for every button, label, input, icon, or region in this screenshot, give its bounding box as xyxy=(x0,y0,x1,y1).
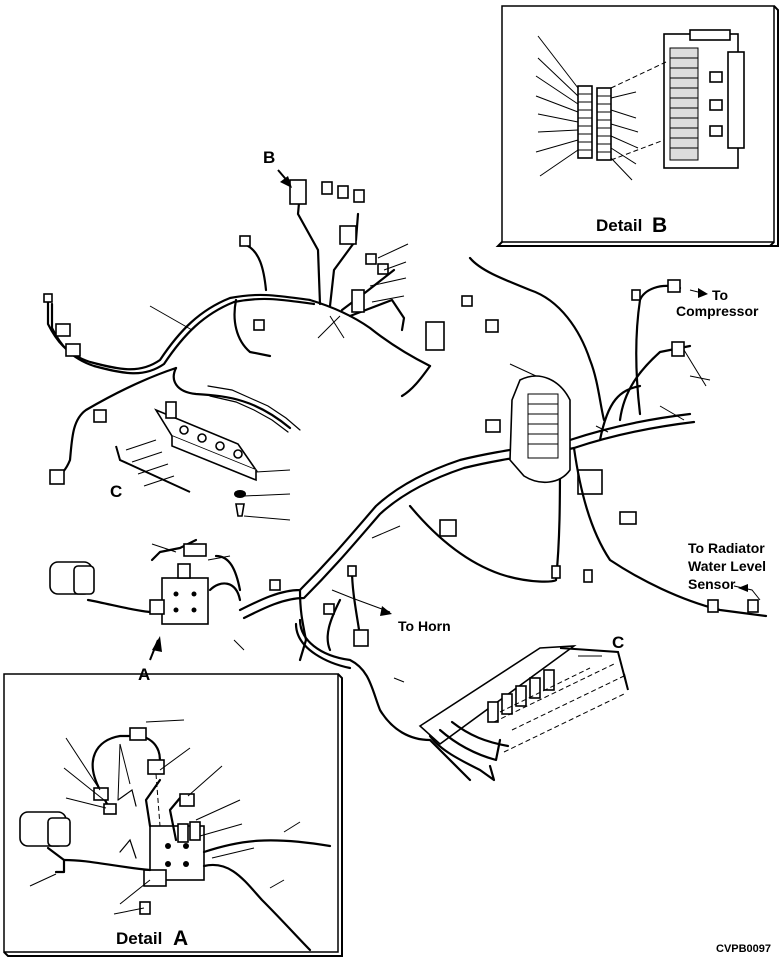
detail-b-title: Detail xyxy=(596,216,642,235)
to-radiator-line3: Sensor xyxy=(688,576,736,592)
relay-bar-leaders xyxy=(243,469,291,521)
relay-bar-arrows-left xyxy=(115,439,191,493)
detail-b-connector-pair xyxy=(577,85,612,161)
connector-bar-c-wires xyxy=(428,720,510,782)
callout-a-label: A xyxy=(138,665,150,684)
connector-bar-c-arrows xyxy=(493,663,625,753)
detail-a-control-panel xyxy=(143,821,205,887)
to-radiator-line2: Water Level xyxy=(688,558,766,574)
callout-b-label: B xyxy=(263,148,275,167)
callout-a-arrow xyxy=(149,636,162,661)
right-connectors xyxy=(439,279,759,613)
cluster-b-leaders xyxy=(317,243,409,339)
callout-b-arrow xyxy=(277,169,292,188)
callout-c-right-label: C xyxy=(612,633,624,652)
callout-c-left-label: C xyxy=(110,482,122,501)
to-radiator-line1: To Radiator xyxy=(688,540,765,556)
main-harness xyxy=(46,190,768,782)
detail-a-title: Detail xyxy=(116,929,162,948)
left-connectors xyxy=(43,293,265,485)
connector-cluster-b xyxy=(239,179,445,351)
to-compressor-line1: To xyxy=(712,287,728,303)
relay-bar-connectors xyxy=(207,385,301,433)
central-relay-cluster xyxy=(509,375,571,483)
main-control-panel xyxy=(149,543,209,625)
relay-bar xyxy=(154,401,259,482)
detail-b-letter: B xyxy=(652,214,667,237)
detail-b-leader-lines xyxy=(535,35,639,181)
horn-connectors xyxy=(269,565,369,647)
to-horn-label: To Horn xyxy=(398,618,451,634)
detail-a-leader-lines xyxy=(29,719,301,915)
to-compressor-line2: Compressor xyxy=(676,303,759,319)
connector-bar-c xyxy=(418,645,577,746)
detail-a-inset: Detail A xyxy=(3,673,343,957)
right-leaders xyxy=(371,349,711,683)
main-lamp xyxy=(49,561,95,595)
detail-a-lamp xyxy=(19,811,71,874)
detail-b-inset: Detail B xyxy=(495,5,779,247)
detail-a-letter: A xyxy=(173,927,188,950)
figure-code: CVPB0097 xyxy=(716,943,771,955)
detail-b-relay-block xyxy=(663,29,745,169)
